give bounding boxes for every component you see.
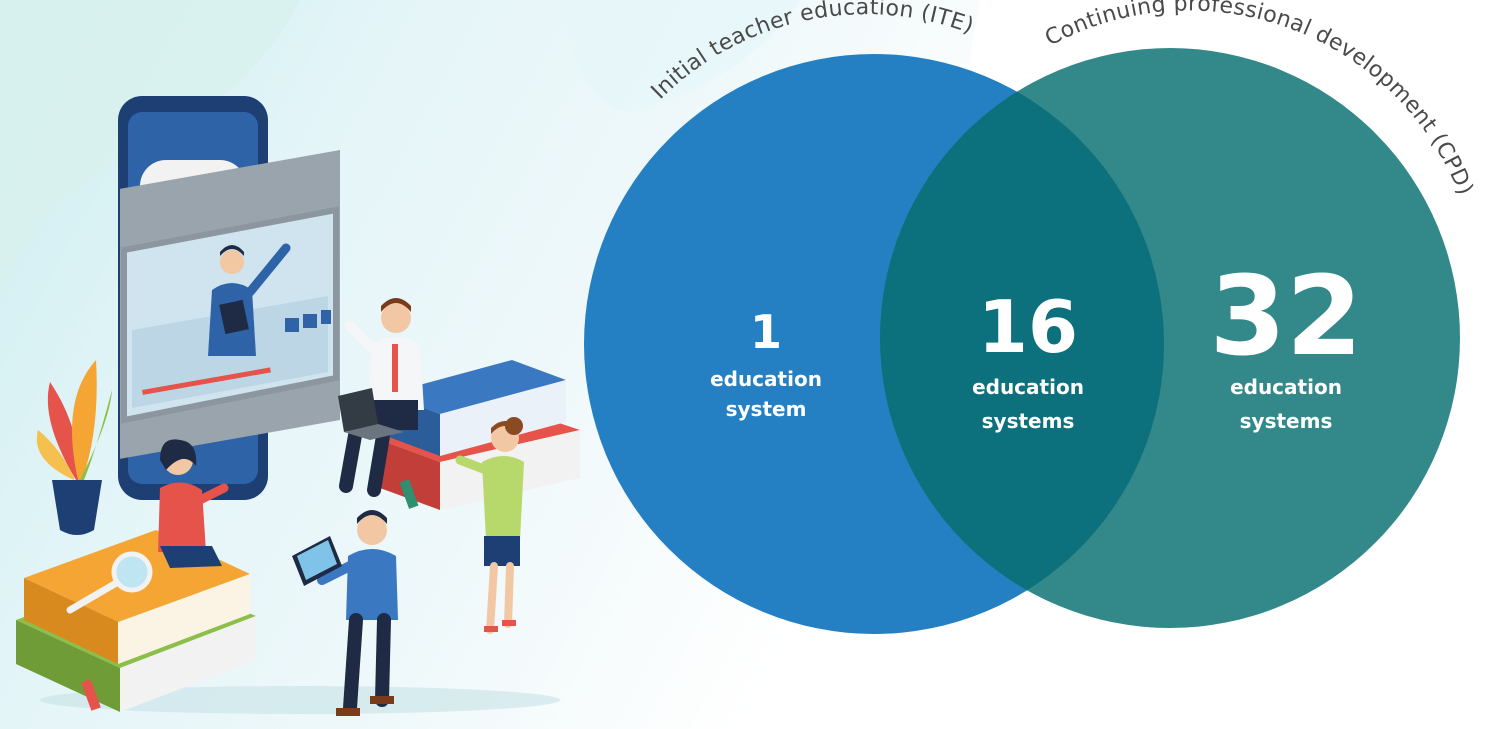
ite-only-unit-line1: education [710, 367, 822, 391]
overlap-region [880, 54, 1164, 628]
woman-standing-figure [455, 417, 524, 634]
man-with-tablet-figure [292, 510, 398, 716]
overlap-unit-line2: systems [982, 409, 1075, 433]
overlap-count: 16 [978, 285, 1078, 369]
laptop-icon [338, 388, 404, 440]
ite-only-unit-line2: system [726, 397, 807, 421]
man-with-laptop-figure [338, 298, 424, 497]
tablet-icon [292, 536, 342, 586]
ite-only-count: 1 [750, 305, 782, 359]
cpd-only-unit-line1: education [1230, 375, 1342, 399]
woman-sitting-figure [158, 439, 229, 568]
cpd-only-unit-line2: systems [1240, 409, 1333, 433]
online-teaching-illustration [16, 96, 580, 716]
magnifier-icon [66, 551, 153, 614]
overlap-unit-line1: education [972, 375, 1084, 399]
plant-icon [36, 360, 112, 535]
cpd-only-count: 32 [1209, 252, 1362, 380]
teacher-figure [208, 243, 291, 356]
